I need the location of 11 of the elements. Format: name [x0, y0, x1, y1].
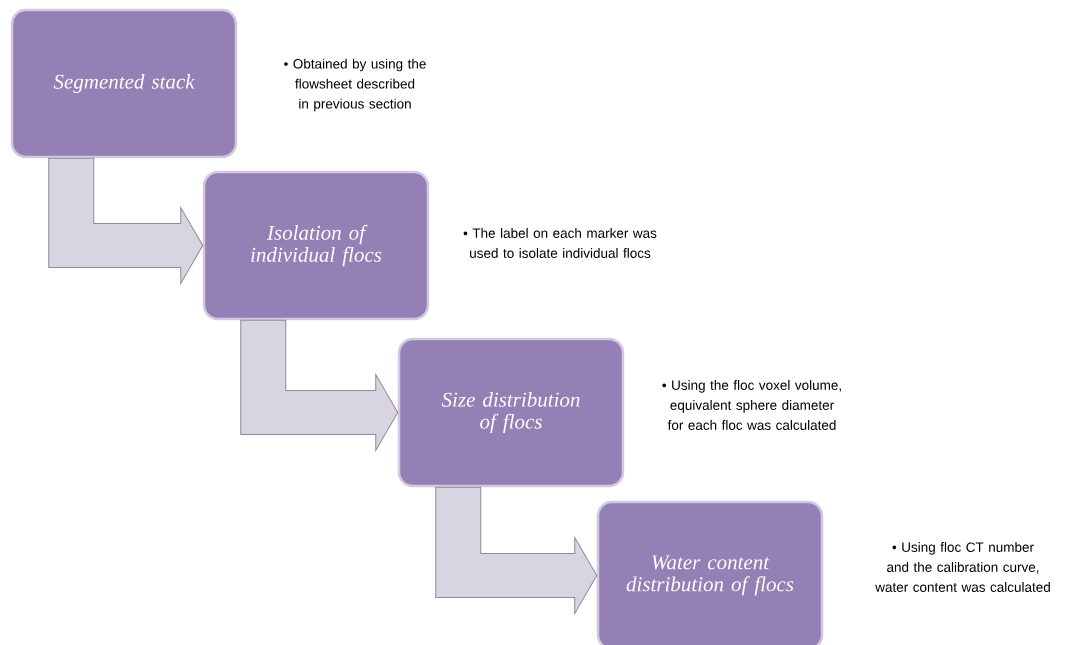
- elbow-arrow: [240, 319, 399, 451]
- bullet-text: • The label on each marker was used to isolate individual flocs: [463, 228, 657, 258]
- bullet-text: • Using the floc voxel volume, equivalent sphere diameter for each floc was calculated: [662, 380, 841, 430]
- bullet-text: • Obtained by using the flowsheet described in previous section: [284, 58, 426, 112]
- elbow-arrow: [435, 486, 598, 614]
- elbow-arrow: [48, 157, 204, 284]
- bullet-text: • Using floc CT number and the calibration curve, water content was calculated: [875, 542, 1050, 592]
- process-box: Water content distribution of flocs: [596, 500, 824, 645]
- process-box: Segmented stack: [10, 8, 238, 159]
- process-box: Size distribution of flocs: [397, 337, 625, 488]
- process-box: Isolation of individual flocs: [202, 170, 430, 321]
